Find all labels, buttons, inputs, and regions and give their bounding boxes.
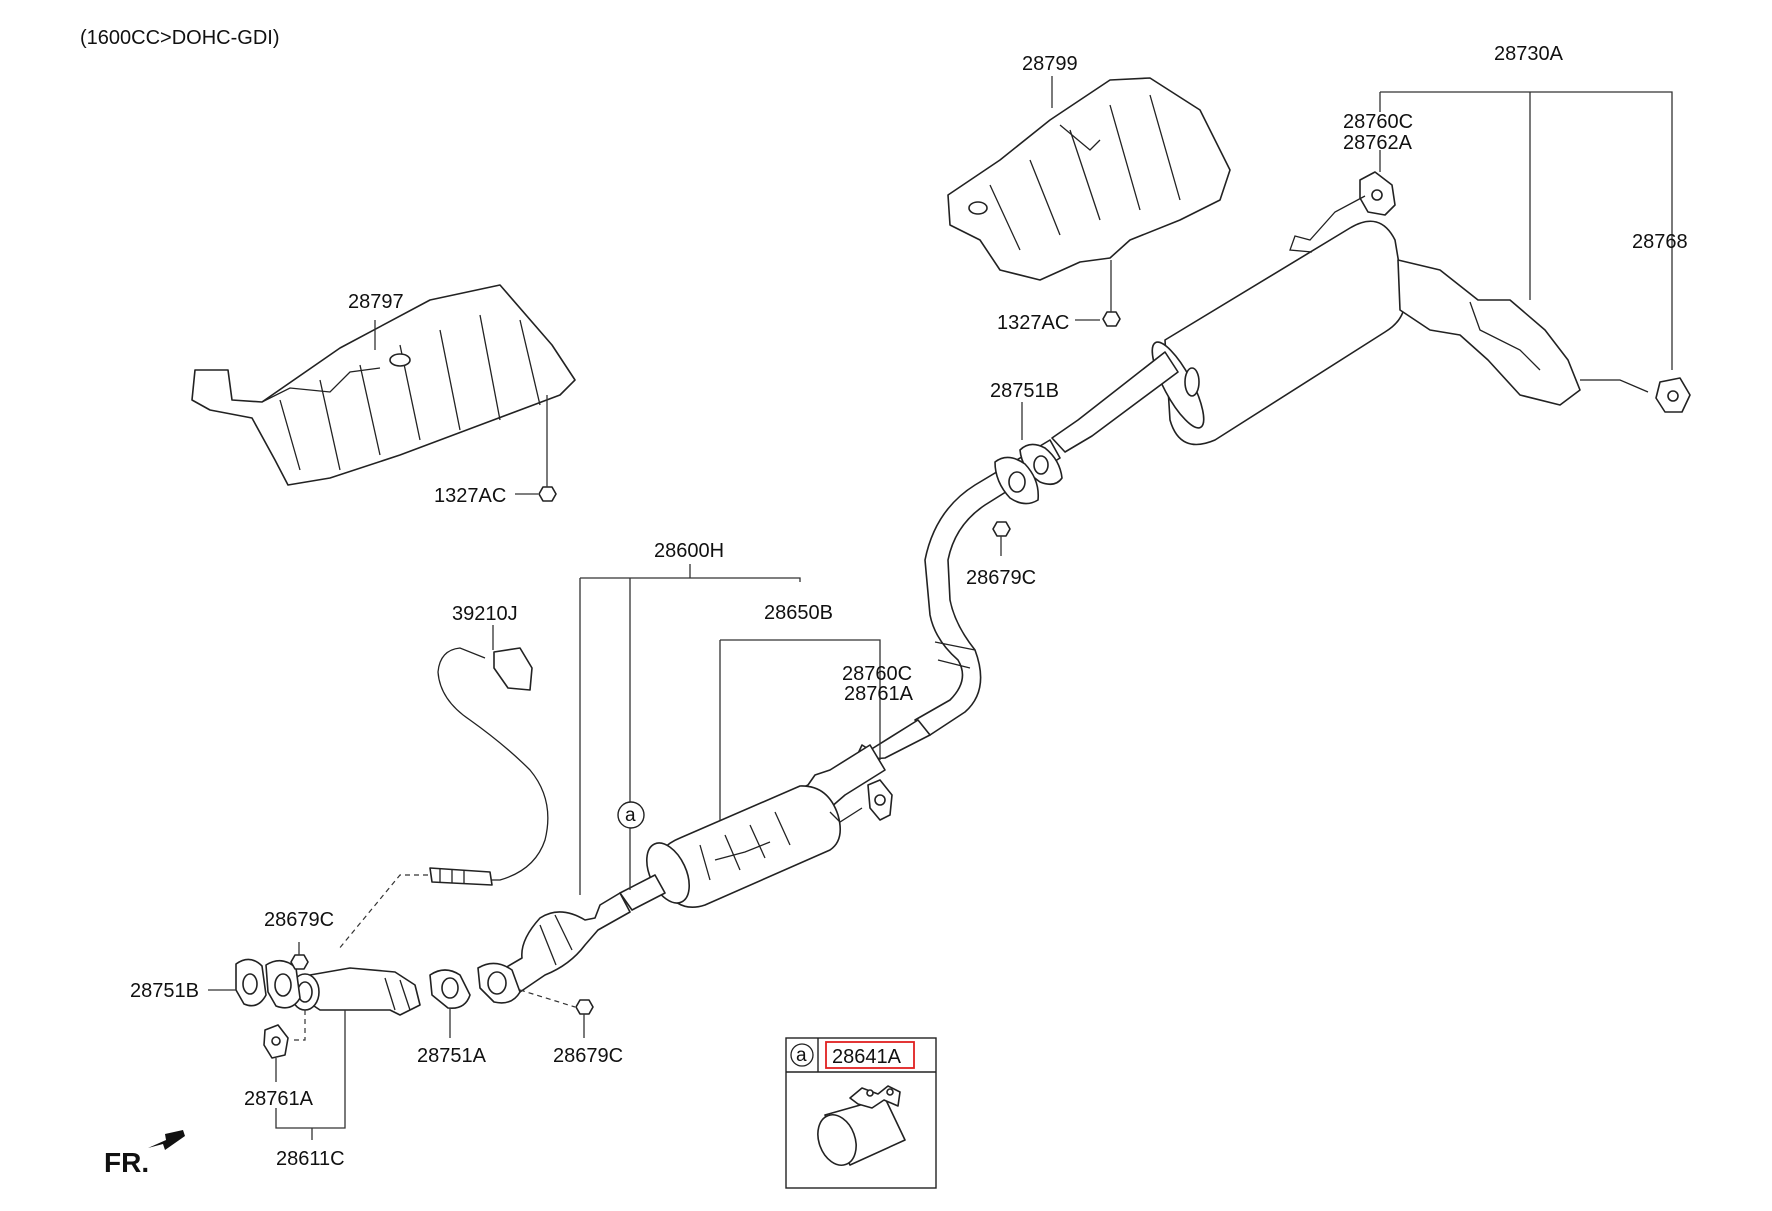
hanger-rubber-28761a-mid[interactable]: [867, 779, 893, 821]
label-28751b-right: 28751B: [990, 380, 1059, 402]
flange-center-pipe[interactable]: [994, 456, 1040, 505]
label-1327ac-top: 1327AC: [997, 312, 1069, 334]
label-28799: 28799: [1022, 53, 1078, 75]
arrow-left-down-icon: [148, 1130, 185, 1150]
flange-front-pipe[interactable]: [265, 959, 301, 1009]
dash-hanger-bottom: [290, 1010, 306, 1041]
mid-hanger-rod: [829, 807, 863, 823]
label-28679c-bottom: 28679C: [553, 1045, 623, 1067]
label-28760c-top: 28760C: [1343, 111, 1413, 133]
heat-shield-front[interactable]: [191, 284, 576, 486]
label-28730a: 28730A: [1494, 43, 1564, 65]
front-pipe[interactable]: [290, 967, 421, 1016]
muffler-front-bracket: [1289, 195, 1366, 253]
label-28768: 28768: [1632, 231, 1688, 253]
nut-1327ac-left[interactable]: [538, 486, 557, 502]
callout-box-marker: a: [796, 1045, 807, 1066]
front-direction-indicator: FR.: [104, 1130, 185, 1178]
nut-28679c-bottom[interactable]: [575, 999, 594, 1015]
label-39210j: 39210J: [452, 603, 518, 625]
label-28600h: 28600H: [654, 540, 724, 562]
pipe-clamp: [817, 1085, 906, 1166]
part-highlight-box: [825, 1041, 915, 1069]
circle-letter-icon: [790, 1043, 814, 1067]
dash-sensor: [337, 874, 428, 951]
nut-28679c-left[interactable]: [290, 954, 309, 970]
label-28761a-bottom: 28761A: [244, 1088, 314, 1110]
heat-shield-center[interactable]: [947, 77, 1231, 281]
nut-28679c-mid[interactable]: [992, 521, 1011, 537]
flange-front-catalyst[interactable]: [477, 962, 521, 1004]
leader-28650b: [719, 639, 881, 820]
callout-marker-a-pipe[interactable]: a: [617, 801, 645, 829]
label-28679c-mid: 28679C: [966, 567, 1036, 589]
nut-1327ac-top[interactable]: [1102, 311, 1121, 327]
gasket-28751b-left[interactable]: [235, 958, 267, 1007]
rear-muffler[interactable]: [1143, 220, 1649, 446]
gasket-28751a[interactable]: [429, 969, 471, 1010]
label-28751b-left: 28751B: [130, 980, 199, 1002]
leader-28730a: [1379, 91, 1673, 370]
hanger-rubber-28761a-bottom[interactable]: [263, 1024, 289, 1059]
label-28679c-left: 28679C: [264, 909, 334, 931]
muffler-hanger-28760c[interactable]: [1359, 171, 1396, 216]
engine-spec-title: (1600CC>DOHC-GDI): [80, 27, 279, 49]
label-28650b: 28650B: [764, 602, 833, 624]
catalytic-converter-rear[interactable]: [619, 744, 886, 911]
label-28760c-mid: 28760C: [842, 663, 912, 685]
dash-nut-bottom: [519, 989, 576, 1008]
front-catalyst[interactable]: [496, 892, 631, 993]
leader-28600h: [579, 564, 801, 895]
label-1327ac-left: 1327AC: [434, 485, 506, 507]
rubber-hanger-28768[interactable]: [1655, 377, 1691, 413]
circle-letter-icon: [617, 801, 645, 829]
callout-box-28641a[interactable]: a 28641A: [785, 1037, 937, 1189]
label-28751a: 28751A: [417, 1045, 487, 1067]
label-28761a-mid: 28761A: [844, 683, 914, 705]
label-28611c: 28611C: [276, 1148, 345, 1170]
oxygen-sensor[interactable]: [429, 647, 549, 886]
label-28797: 28797: [348, 291, 404, 313]
direction-label: FR.: [104, 1147, 149, 1178]
callout-part-number: 28641A: [832, 1046, 902, 1068]
callout-marker-letter: a: [625, 805, 636, 826]
leader-28611c: [275, 1010, 346, 1140]
label-28762a: 28762A: [1343, 132, 1413, 154]
